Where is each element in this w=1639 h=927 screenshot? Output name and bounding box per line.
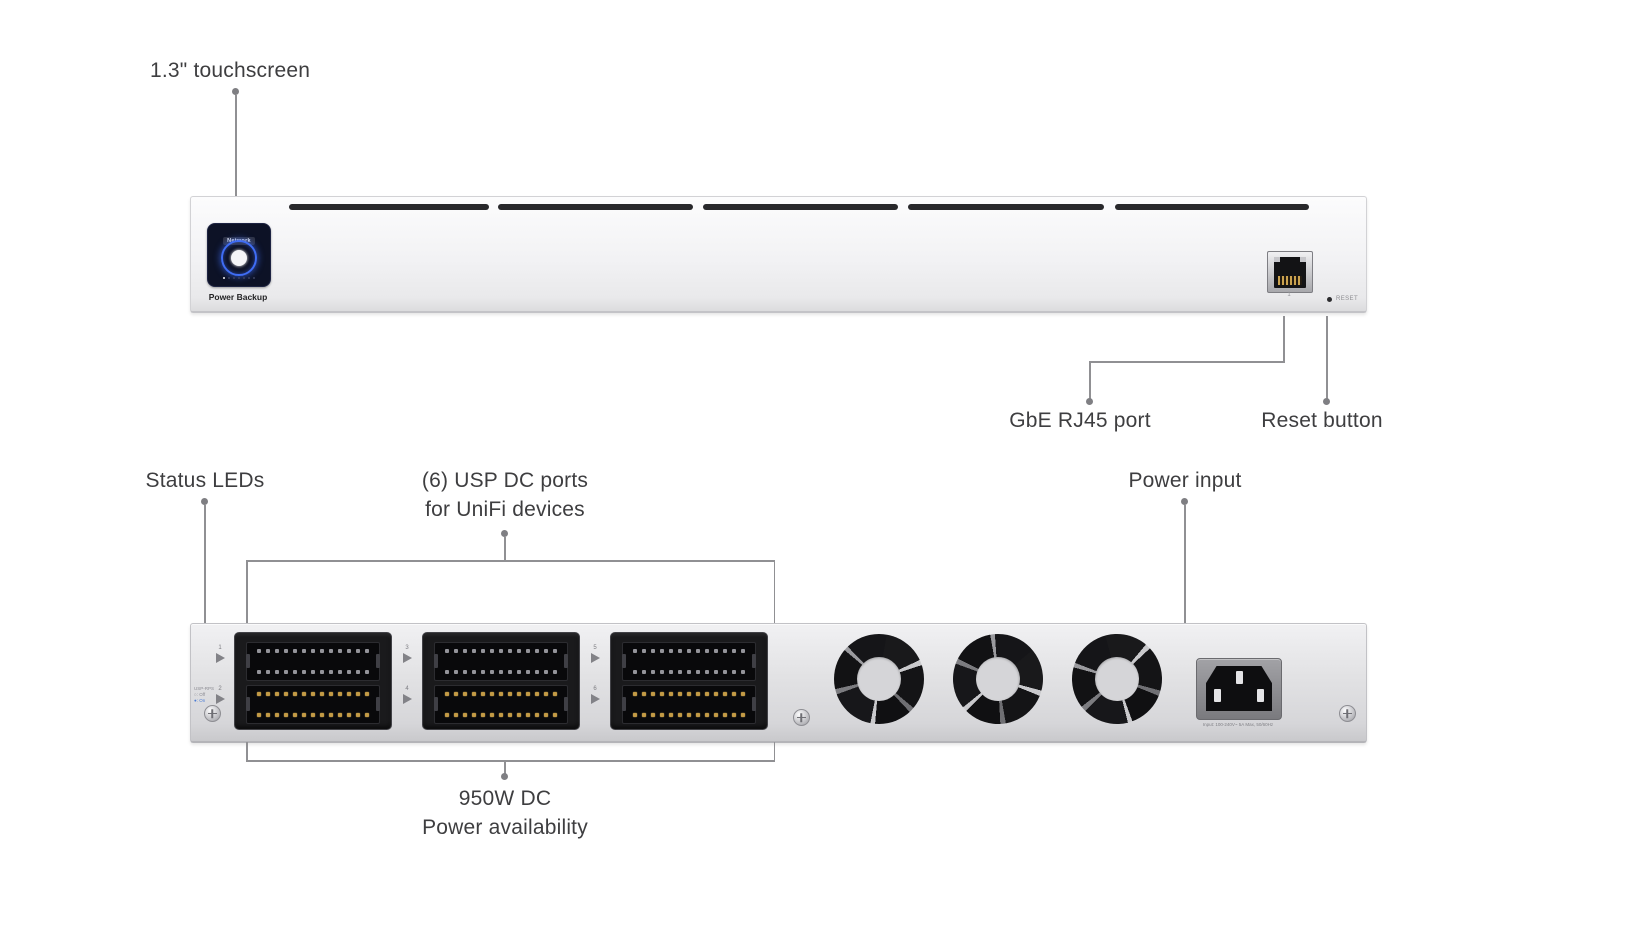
label-reset-button: Reset button [1261, 409, 1383, 432]
callout-line [235, 95, 237, 196]
bracket-line [246, 742, 248, 761]
power-backup-label: Power Backup [208, 292, 268, 302]
callout-line [1184, 505, 1186, 623]
port-indicator-number: 2 [218, 686, 222, 692]
inlet-pin [1235, 671, 1243, 685]
port-indicator-number: 6 [593, 686, 597, 692]
bracket-line [246, 561, 248, 623]
power-rating-label: Input: 100-240V~ 5A Max, 50/60Hz [1202, 722, 1274, 727]
label-touchscreen: 1.3" touchscreen [150, 59, 311, 82]
callout-line [504, 761, 506, 774]
rj45-pins [1278, 276, 1302, 285]
led-legend-line: USP-RPS [194, 686, 215, 691]
label-status-leds: Status LEDs [145, 469, 265, 492]
port-indicator-number: 5 [593, 645, 597, 651]
callout-line [1326, 316, 1328, 400]
callout-line [1283, 316, 1285, 362]
port-indicator-number: 4 [405, 686, 409, 692]
callout-dot [1323, 398, 1330, 405]
screw [793, 709, 810, 726]
dc-port-bay [422, 632, 580, 730]
fan [834, 634, 924, 724]
dc-port-bay [610, 632, 768, 730]
power-ring-core [231, 250, 247, 266]
callout-dot [501, 773, 508, 780]
port-indicator-2: 2 [211, 686, 229, 704]
led-legend-line: ○: Off [194, 692, 206, 697]
dc-port-connector [622, 685, 756, 724]
pin-grid [633, 649, 745, 674]
port-number-label: 1 [1287, 292, 1291, 298]
port-indicator-arrow [215, 653, 225, 663]
dc-port-connector [246, 685, 380, 724]
reset-silkscreen-label: RESET [1336, 296, 1359, 302]
callout-dot [501, 530, 508, 537]
power-inlet [1196, 658, 1282, 720]
pin-grid [257, 692, 369, 717]
vent-slot [498, 204, 693, 210]
device-rear-panel: USP-RPS ○: Off ●: On 1 2 3 4 5 6 [190, 615, 1367, 743]
device-front-panel: Network Power Backup 1 RESET [190, 196, 1367, 313]
label-gbe-port: GbE RJ45 port [1009, 409, 1151, 432]
port-indicator-number: 3 [405, 645, 409, 651]
dc-port-connector [622, 642, 756, 681]
vent-slot [1115, 204, 1309, 210]
label-usp-ports-line1: (6) USP DC ports [421, 469, 589, 492]
vent-slot [908, 204, 1104, 210]
vent-slot [289, 204, 489, 210]
label-power-availability-line2: Power availability [422, 816, 588, 839]
touchscreen-display: Network [207, 223, 271, 287]
port-indicator-arrow [402, 653, 412, 663]
label-power-availability-line1: 950W DC [458, 787, 552, 810]
port-indicator-arrow [590, 653, 600, 663]
rj45-port [1267, 251, 1313, 293]
callout-dot [1086, 398, 1093, 405]
port-indicator-arrow [590, 694, 600, 704]
bracket-line [773, 561, 775, 623]
pin-grid [633, 692, 745, 717]
led-legend-line: ●: On [194, 698, 206, 703]
callout-dot [1181, 498, 1188, 505]
screen-page-dots [208, 276, 270, 279]
screw [204, 705, 221, 722]
port-indicator-6: 6 [586, 686, 604, 704]
bracket-line [246, 760, 775, 762]
callout-line [204, 505, 206, 623]
port-indicator-arrow [402, 694, 412, 704]
vent-slot [703, 204, 898, 210]
port-indicator-arrow [215, 694, 225, 704]
callout-line [1089, 361, 1091, 401]
dc-port-connector [246, 642, 380, 681]
power-inlet-face [1206, 666, 1272, 711]
pin-grid [445, 692, 557, 717]
inlet-pin [1257, 688, 1265, 702]
rj45-cavity [1274, 257, 1306, 288]
inlet-pin [1213, 688, 1221, 702]
port-indicator-number: 1 [218, 645, 222, 651]
fan [1057, 619, 1177, 739]
fan [934, 615, 1062, 743]
reset-button-dot [1327, 297, 1332, 302]
power-ring-icon [221, 240, 257, 276]
callout-line [504, 537, 506, 561]
label-power-input: Power input [1128, 469, 1242, 492]
port-indicator-3: 3 [398, 645, 416, 663]
screw [1339, 705, 1356, 722]
bracket-line [246, 560, 775, 562]
led-legend: USP-RPS ○: Off ●: On [194, 686, 230, 704]
bracket-line [773, 742, 775, 761]
dc-port-connector [434, 685, 568, 724]
callout-dot [201, 498, 208, 505]
port-indicator-4: 4 [398, 686, 416, 704]
port-indicator-1: 1 [211, 645, 229, 663]
pin-grid [257, 649, 369, 674]
callout-line [1089, 361, 1285, 363]
pin-grid [445, 649, 557, 674]
dc-port-connector [434, 642, 568, 681]
dc-port-bay [234, 632, 392, 730]
port-indicator-5: 5 [586, 645, 604, 663]
callout-dot [232, 88, 239, 95]
label-usp-ports-line2: for UniFi devices [425, 498, 585, 521]
